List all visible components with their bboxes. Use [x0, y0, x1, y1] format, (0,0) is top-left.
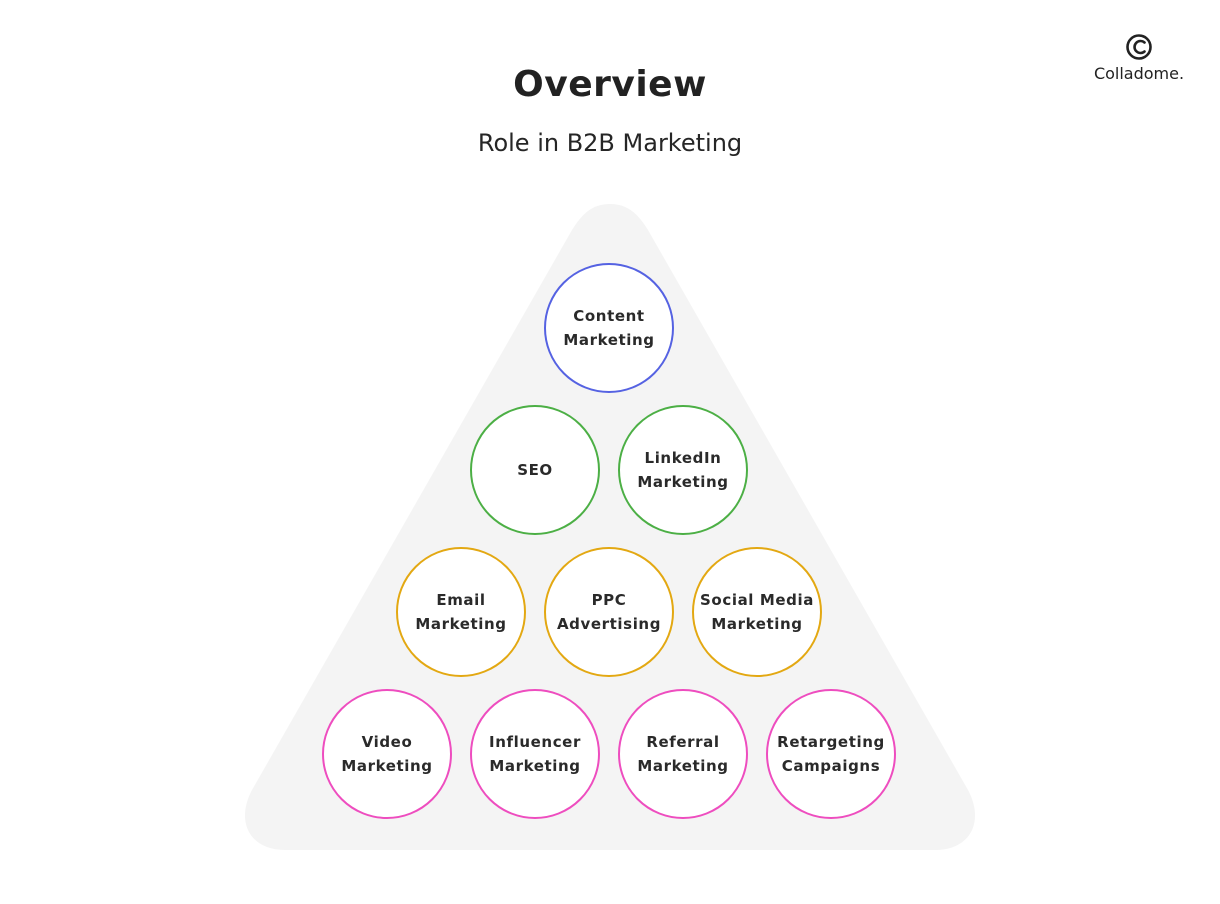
- colladome-logo-icon: [1126, 34, 1152, 60]
- node-label: Referral Marketing: [637, 733, 729, 775]
- node-email-marketing: Email Marketing: [396, 547, 526, 677]
- node-label: PPC Advertising: [556, 591, 662, 633]
- node-referral-marketing: Referral Marketing: [618, 689, 748, 819]
- node-label: SEO: [517, 461, 553, 479]
- node-label: Influencer Marketing: [489, 733, 581, 775]
- page-title: Overview: [513, 64, 707, 105]
- node-video-marketing: Video Marketing: [322, 689, 452, 819]
- brand-logo[interactable]: Colladome.: [1084, 30, 1194, 86]
- node-label: Video Marketing: [341, 733, 433, 775]
- node-linkedin-marketing: LinkedIn Marketing: [618, 405, 748, 535]
- node-label: Content Marketing: [563, 307, 655, 349]
- node-label: Retargeting Campaigns: [777, 733, 885, 775]
- page-subtitle: Role in B2B Marketing: [477, 129, 743, 157]
- node-influencer-marketing: Influencer Marketing: [470, 689, 600, 819]
- node-content-marketing: Content Marketing: [544, 263, 674, 393]
- pyramid-triangle-shape: [244, 204, 976, 850]
- node-social-media-marketing: Social Media Marketing: [692, 547, 822, 677]
- logo-text: Colladome.: [1093, 64, 1185, 83]
- node-label: LinkedIn Marketing: [637, 449, 729, 491]
- node-retargeting-campaigns: Retargeting Campaigns: [766, 689, 896, 819]
- node-ppc-advertising: PPC Advertising: [544, 547, 674, 677]
- node-seo: SEO: [470, 405, 600, 535]
- node-label: Email Marketing: [415, 591, 507, 633]
- node-label: Social Media Marketing: [700, 591, 814, 633]
